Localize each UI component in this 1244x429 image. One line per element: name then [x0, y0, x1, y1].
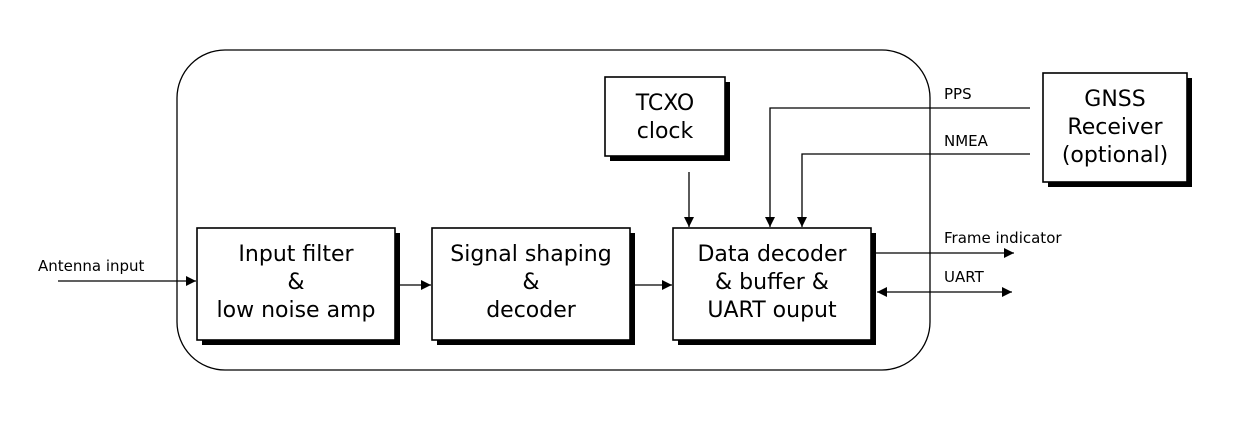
pps-arrow: [765, 107, 1030, 227]
input-filter-line-2: &: [287, 270, 304, 295]
signal-shaping-line-1: Signal shaping: [450, 242, 611, 267]
input-filter-block: Input filter & low noise amp: [196, 227, 400, 345]
pps-label: PPS: [944, 85, 972, 103]
data-decoder-line-2: & buffer &: [715, 270, 829, 295]
signal-shaping-line-2: &: [522, 270, 539, 295]
gnss-line-1: GNSS: [1084, 87, 1145, 112]
signal-shaping-block: Signal shaping & decoder: [431, 227, 635, 345]
uart-label: UART: [944, 268, 985, 286]
device-enclosure: [176, 49, 931, 371]
nmea-arrow: [797, 153, 1030, 227]
tcxo-line-1: TCXO: [635, 91, 695, 116]
tcxo-line-2: clock: [637, 119, 694, 144]
input-filter-line-3: low noise amp: [217, 298, 376, 323]
gnss-line-3: (optional): [1062, 143, 1168, 168]
data-decoder-line-3: UART ouput: [707, 298, 837, 323]
gnss-line-2: Receiver: [1067, 115, 1163, 140]
nmea-label: NMEA: [944, 132, 989, 150]
input-filter-line-1: Input filter: [238, 242, 354, 267]
tcxo-block: TCXO clock: [604, 76, 730, 161]
frame-indicator-label: Frame indicator: [944, 229, 1062, 247]
signal-shaping-line-3: decoder: [486, 298, 577, 323]
antenna-input-label: Antenna input: [38, 257, 145, 275]
data-decoder-line-1: Data decoder: [697, 242, 847, 267]
data-decoder-block: Data decoder & buffer & UART ouput: [672, 227, 876, 345]
gnss-receiver-block: GNSS Receiver (optional): [1042, 72, 1192, 187]
